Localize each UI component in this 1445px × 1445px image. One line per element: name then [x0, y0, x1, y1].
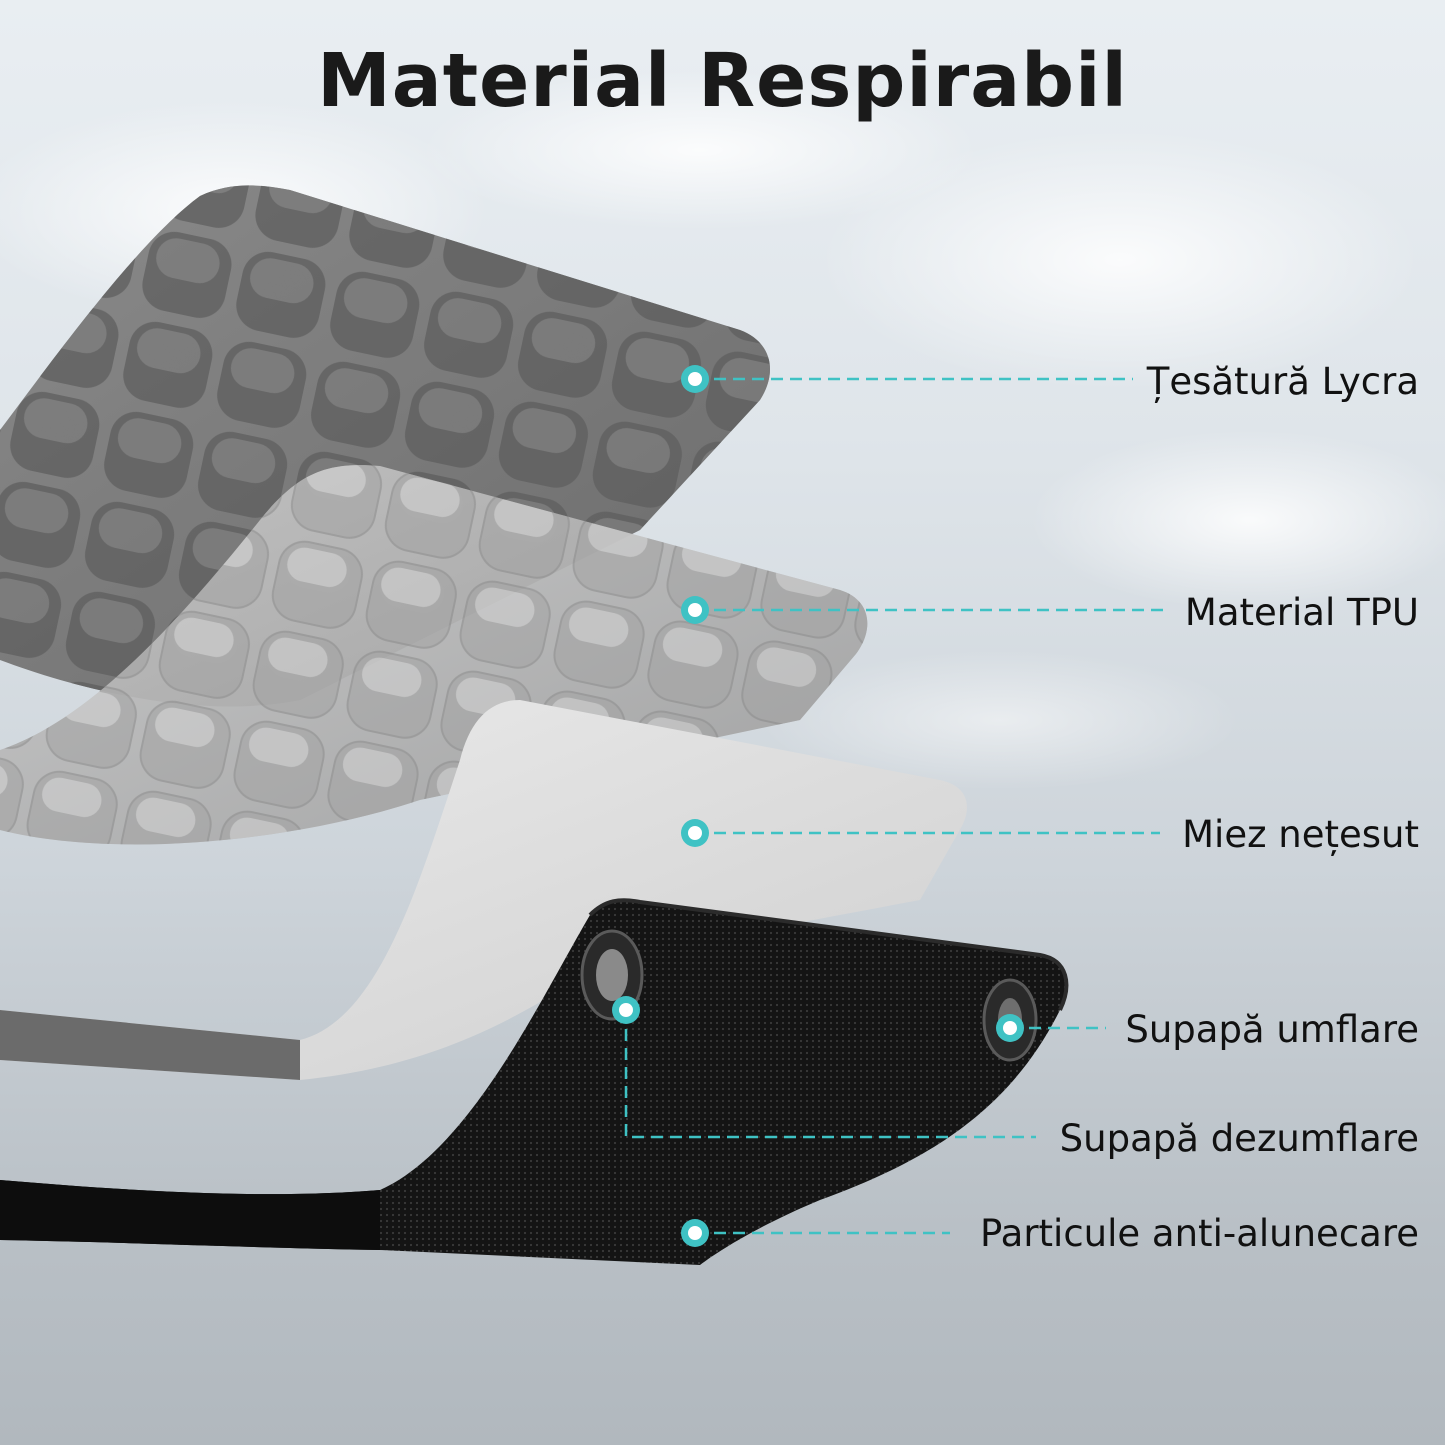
marker-center-inflation [1003, 1021, 1017, 1035]
label-inflation-valve: Supapă umflare [1125, 1008, 1419, 1051]
marker-center-tpu [688, 603, 702, 617]
cloud-background [0, 70, 1445, 790]
marker-center-anti-slip [688, 1226, 702, 1240]
label-lycra-fabric: Țesătură Lycra [1146, 360, 1419, 403]
marker-center-lycra [688, 372, 702, 386]
label-anti-slip-particles: Particule anti-alunecare [980, 1212, 1419, 1255]
label-tpu-material: Material TPU [1184, 591, 1419, 634]
marker-center-deflation [619, 1003, 633, 1017]
core-layer [0, 700, 967, 1080]
base-layer [0, 898, 1069, 1265]
page-title: Material Respirabil [317, 38, 1128, 124]
label-nonwoven-core: Miez nețesut [1182, 813, 1419, 856]
lycra-layer [0, 185, 771, 707]
leader-line-deflation [624, 1010, 1036, 1139]
marker-center-core [688, 826, 702, 840]
callout-lines [612, 365, 1163, 1247]
label-deflation-valve: Supapă dezumflare [1059, 1117, 1419, 1160]
